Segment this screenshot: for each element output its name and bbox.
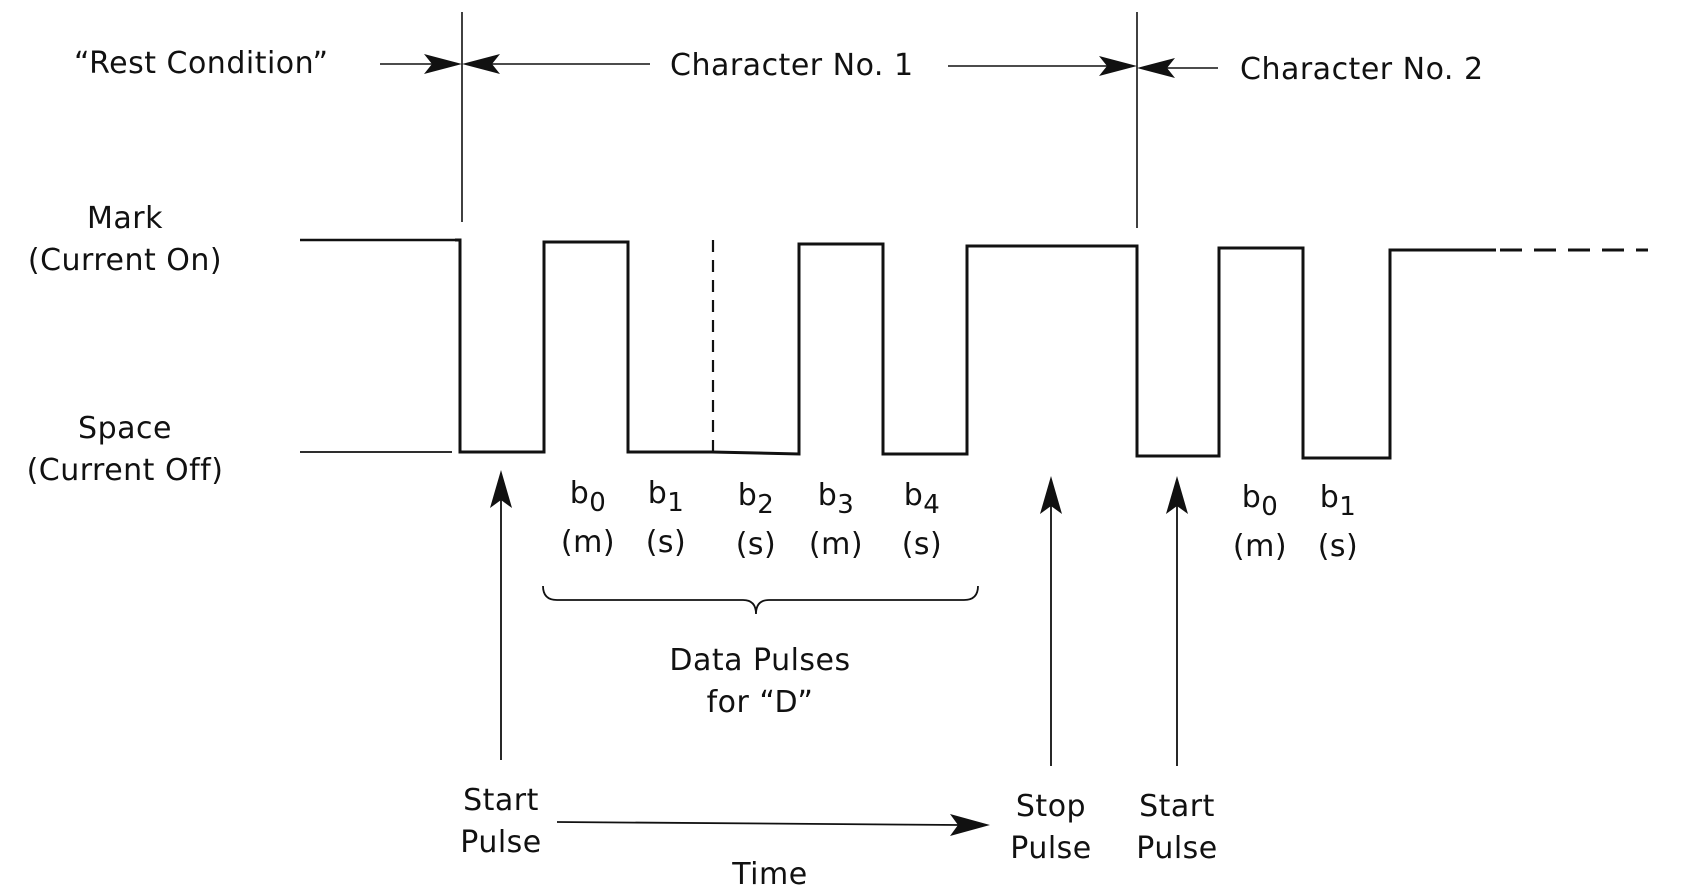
char1-right-arrowhead xyxy=(1099,56,1137,76)
bit-letter: b xyxy=(903,478,924,513)
rest-condition-label: “Rest Condition” xyxy=(74,46,329,81)
data-pulses-caption: Data Pulses for “D” xyxy=(620,640,900,724)
stop-pulse-line-2: Pulse xyxy=(1010,831,1092,866)
bit-letter: b xyxy=(737,478,758,513)
bit-index: 1 xyxy=(1339,492,1357,522)
bit-letter: b xyxy=(1241,480,1262,515)
start-pulse-1-label: Start Pulse xyxy=(431,780,571,864)
bit-letter: b xyxy=(1319,480,1340,515)
mark-subtitle: (Current On) xyxy=(27,243,223,278)
bit-index: 3 xyxy=(837,490,855,520)
space-title: Space xyxy=(78,411,172,446)
start-pulse-2-label: Start Pulse xyxy=(1107,786,1247,870)
bit-value: (s) xyxy=(901,527,943,562)
char1-bit-1: b1 (s) xyxy=(624,476,708,565)
rest-condition-arrowhead xyxy=(424,54,462,74)
data-pulses-line-1: Data Pulses xyxy=(669,643,851,678)
stop-pulse-arrowhead xyxy=(1040,476,1062,514)
char2-bit-1: b1 (s) xyxy=(1296,480,1380,569)
time-arrow-line xyxy=(556,821,961,826)
character-2-label: Character No. 2 xyxy=(1240,52,1484,87)
data-pulses-brace xyxy=(542,585,979,615)
start-pulse-1-line-1: Start xyxy=(463,783,539,818)
bit-letter: b xyxy=(817,478,838,513)
space-subtitle: (Current Off) xyxy=(26,453,224,488)
start-pulse-2-line-2: Pulse xyxy=(1136,831,1218,866)
time-label: Time xyxy=(732,857,808,892)
bit-letter: b xyxy=(647,476,668,511)
start-pulse-2-line-1: Start xyxy=(1139,789,1215,824)
start-pulse-2-arrowhead xyxy=(1166,476,1188,514)
char1-bit-4: b4 (s) xyxy=(880,478,964,567)
data-pulses-line-2: for “D” xyxy=(706,685,814,720)
signal-waveform xyxy=(455,238,1496,460)
bit-value: (m) xyxy=(808,527,864,562)
char1-bit-2: b2 (s) xyxy=(714,478,798,567)
mark-level-label: Mark (Current On) xyxy=(10,198,240,282)
bit-index: 1 xyxy=(667,488,685,518)
bit-index: 2 xyxy=(757,490,775,520)
bit-value: (s) xyxy=(735,527,777,562)
bit-letter: b xyxy=(569,476,590,511)
bit-index: 0 xyxy=(1261,492,1279,522)
stop-pulse-label: Stop Pulse xyxy=(981,786,1121,870)
character-1-label: Character No. 1 xyxy=(670,48,914,83)
bit-value: (m) xyxy=(1232,529,1288,564)
bit-value: (s) xyxy=(645,525,687,560)
char1-left-arrowhead xyxy=(462,54,500,74)
bit-index: 4 xyxy=(923,490,941,520)
time-arrowhead xyxy=(950,814,990,836)
char2-bit-0: b0 (m) xyxy=(1218,480,1302,569)
start-pulse-1-line-2: Pulse xyxy=(460,825,542,860)
mark-title: Mark xyxy=(87,201,163,236)
char1-bit-3: b3 (m) xyxy=(794,478,878,567)
space-level-label: Space (Current Off) xyxy=(10,408,240,492)
bit-value: (s) xyxy=(1317,529,1359,564)
stop-pulse-line-1: Stop xyxy=(1015,789,1087,824)
char2-left-arrowhead xyxy=(1137,58,1175,78)
start-pulse-1-arrowhead xyxy=(490,470,512,508)
bit-value: (m) xyxy=(560,525,616,560)
bit-index: 0 xyxy=(589,488,607,518)
char1-bit-0: b0 (m) xyxy=(546,476,630,565)
